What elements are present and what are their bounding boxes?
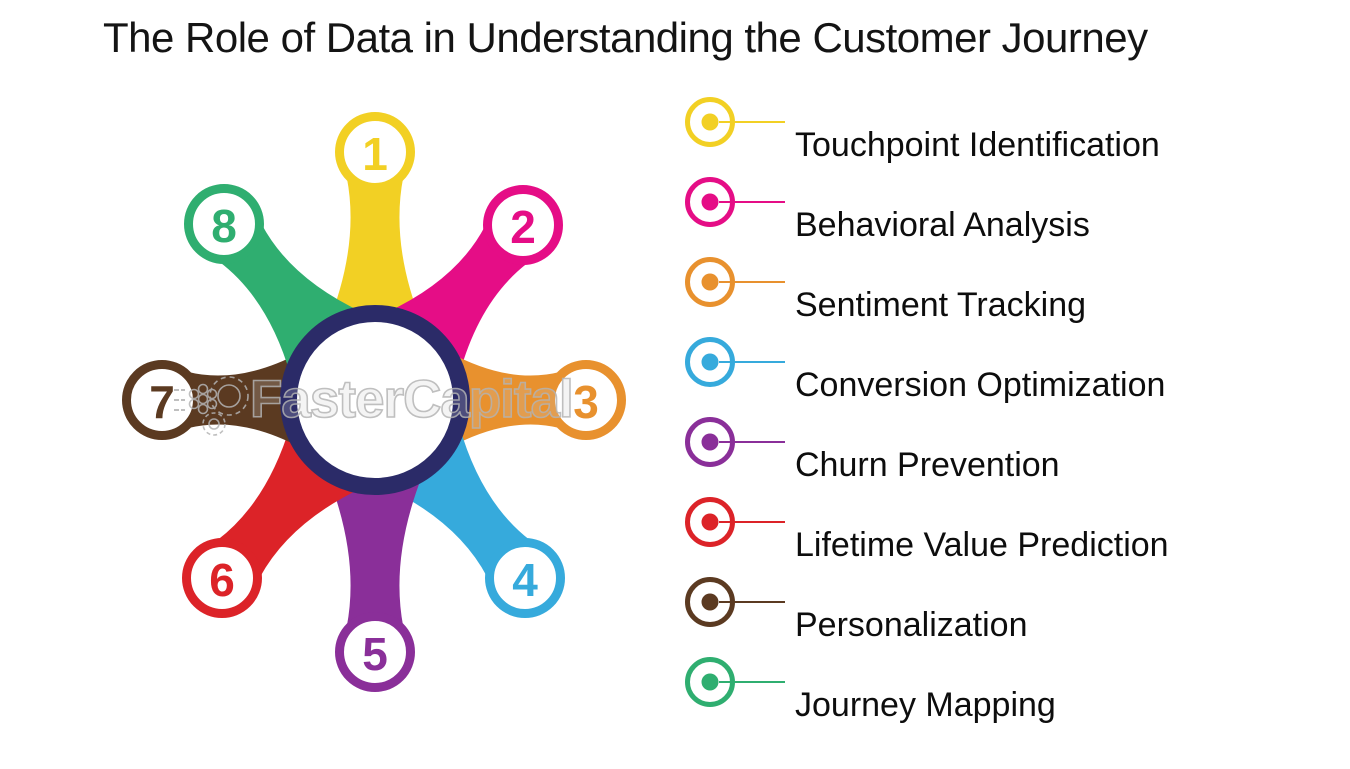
customer-journey-diagram: 1 2 3 4 5 6 7 8 — [122, 112, 626, 692]
legend-label-personalization: Personalization — [795, 606, 1028, 644]
legend-label-journey-mapping: Journey Mapping — [795, 686, 1056, 724]
legend-bullet-icon — [685, 577, 785, 627]
node-circle-3 — [546, 360, 626, 440]
node-circle-5 — [335, 612, 415, 692]
node-number-3: 3 — [573, 376, 599, 428]
node-number-2: 2 — [510, 201, 536, 253]
spoke-stem-1 — [327, 177, 423, 327]
node-circle-6 — [182, 538, 262, 618]
legend-label-churn-prevention: Churn Prevention — [795, 446, 1060, 484]
node-number-6: 6 — [209, 554, 235, 606]
node-circle-4 — [485, 538, 565, 618]
legend-label-behavioral-analysis: Behavioral Analysis — [795, 206, 1090, 244]
node-number-8: 8 — [211, 200, 237, 252]
legend-bullet-icon — [685, 177, 785, 227]
node-number-5: 5 — [362, 628, 388, 680]
node-number-1: 1 — [362, 128, 388, 180]
legend-bullet-icon — [685, 337, 785, 387]
spoke-stem-3 — [448, 352, 561, 448]
legend-bullet-icon — [685, 97, 785, 147]
hub-circle — [280, 305, 470, 495]
legend-bullet-icon — [685, 417, 785, 467]
page-title: The Role of Data in Understanding the Cu… — [103, 14, 1148, 61]
node-number-7: 7 — [149, 376, 175, 428]
legend-bullet-icon — [685, 257, 785, 307]
node-circle-8 — [184, 184, 264, 264]
node-circle-1 — [335, 112, 415, 192]
node-number-4: 4 — [512, 554, 538, 606]
spoke-stem-5 — [327, 473, 423, 627]
legend-bullet-icon — [685, 657, 785, 707]
node-circle-2 — [483, 185, 563, 265]
legend-label-touchpoint-identification: Touchpoint Identification — [795, 126, 1160, 164]
legend-label-sentiment-tracking: Sentiment Tracking — [795, 286, 1087, 324]
legend-label-conversion-optimization: Conversion Optimization — [795, 366, 1166, 404]
legend-bullet-icon — [685, 497, 785, 547]
legend-label-lifetime-value-prediction: Lifetime Value Prediction — [795, 526, 1169, 564]
